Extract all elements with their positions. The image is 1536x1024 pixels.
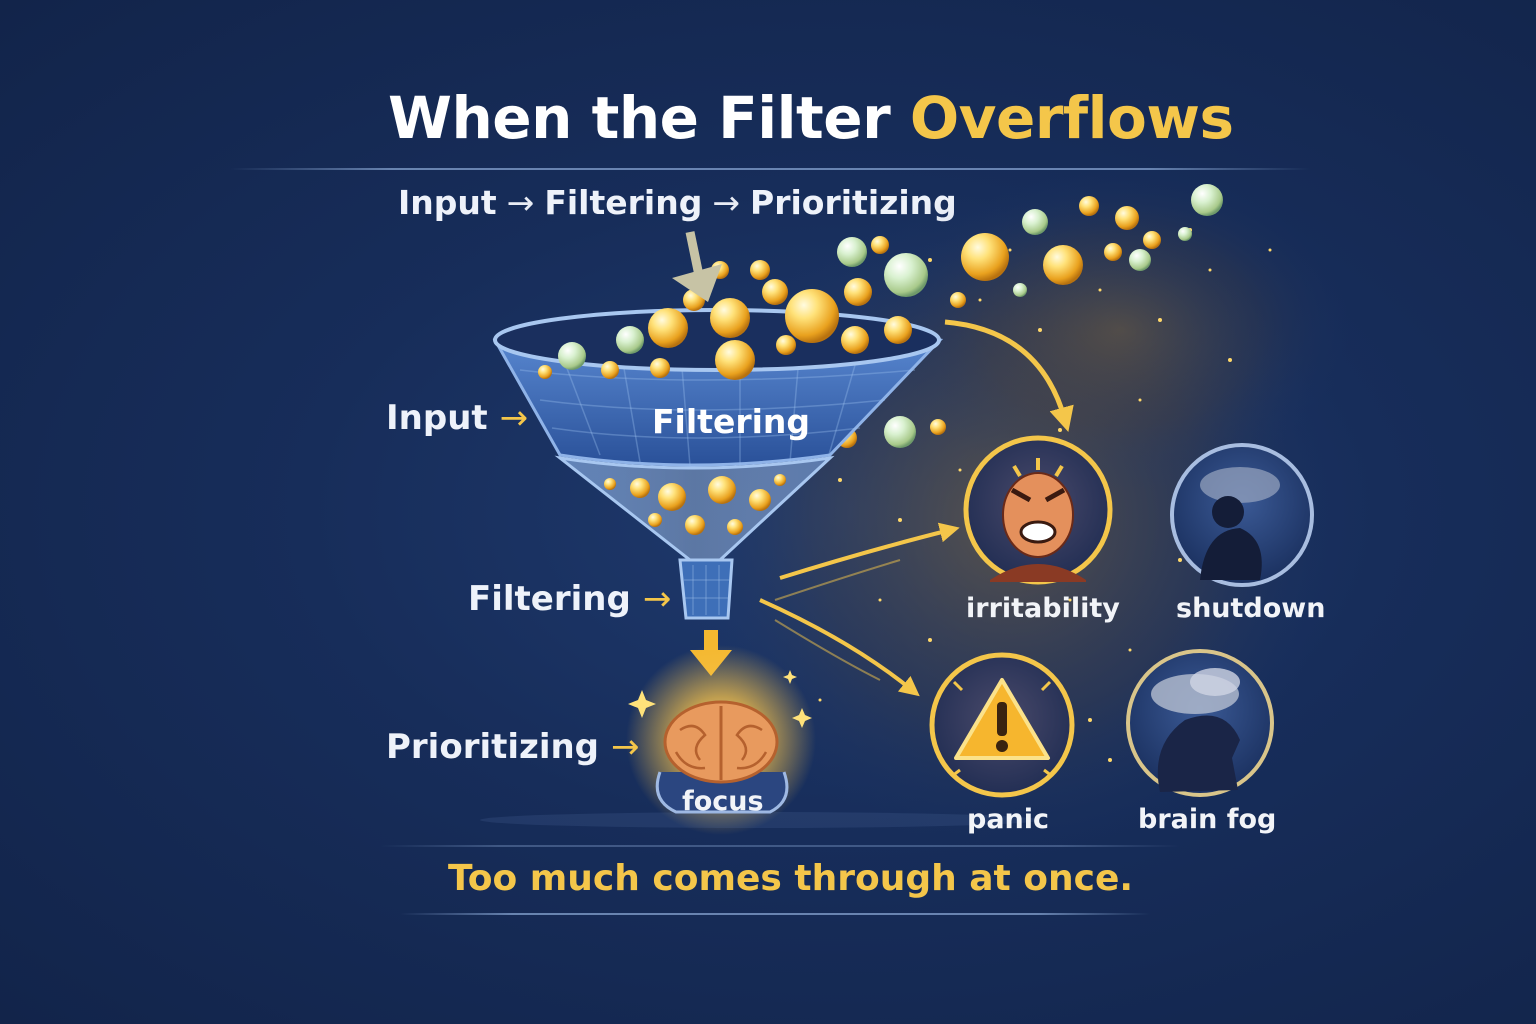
page-title: When the Filter Overflows	[388, 84, 1234, 152]
footer-divider-bottom	[400, 913, 1150, 915]
label-focus: focus	[682, 786, 764, 817]
funnel-lower	[554, 455, 835, 562]
side-label-prioritizing-text: Prioritizing	[386, 727, 600, 767]
flow-arrow-1: →	[506, 183, 535, 222]
footer-divider-top	[380, 845, 1180, 847]
label-panic: panic	[967, 804, 1050, 835]
label-shutdown: shutdown	[1176, 593, 1326, 624]
side-label-prioritizing: Prioritizing →	[386, 727, 640, 767]
funnel-label: Filtering	[652, 402, 811, 441]
title-part-2: Overflows	[909, 84, 1234, 152]
slumped-person-icon	[1200, 496, 1262, 580]
overflow-orbs	[750, 184, 1223, 448]
irritated-face-icon	[990, 458, 1086, 582]
flow-arrow-2: →	[712, 183, 741, 222]
irritability-badge	[963, 435, 1113, 585]
funnel-orbs	[538, 237, 912, 380]
intake-arrow-head	[672, 264, 722, 302]
label-irritability: irritability	[966, 593, 1120, 624]
foggy-head-icon	[1151, 668, 1240, 792]
brain-fog-badge	[1126, 649, 1274, 797]
flow-step-filtering: Filtering	[544, 183, 703, 222]
side-label-filtering-text: Filtering	[468, 579, 631, 619]
side-arrow-filtering: →	[642, 579, 672, 619]
spout-grid	[684, 565, 730, 615]
side-arrow-input: →	[499, 398, 529, 438]
brain-icon	[663, 700, 779, 784]
shutdown-badge	[1170, 443, 1314, 587]
side-label-filtering: Filtering →	[468, 579, 671, 619]
side-label-input-text: Input	[386, 398, 488, 438]
overflow-arrow-2	[779, 522, 960, 580]
footer-caption: Too much comes through at once.	[448, 858, 1134, 899]
filtered-orbs	[604, 474, 786, 535]
brain-sparkles	[628, 670, 812, 728]
head-silhouette	[655, 771, 789, 814]
title-part-1: When the Filter	[388, 84, 910, 152]
title-divider	[230, 168, 1310, 170]
label-brain-fog: brain fog	[1138, 804, 1277, 835]
side-label-input: Input →	[386, 398, 528, 438]
flow-step-input: Input	[398, 183, 497, 222]
overflow-arrow-2b	[774, 559, 901, 601]
warning-triangle-icon	[954, 678, 1050, 760]
funnel-spout	[678, 558, 734, 620]
floor-glow	[480, 812, 1040, 828]
overflow-arrow-3b	[774, 619, 881, 681]
side-arrow-prioritizing: →	[611, 727, 640, 767]
panic-badge	[929, 652, 1075, 798]
overflow-arrow-1	[944, 319, 1074, 433]
overflow-arrow-3	[759, 598, 920, 697]
